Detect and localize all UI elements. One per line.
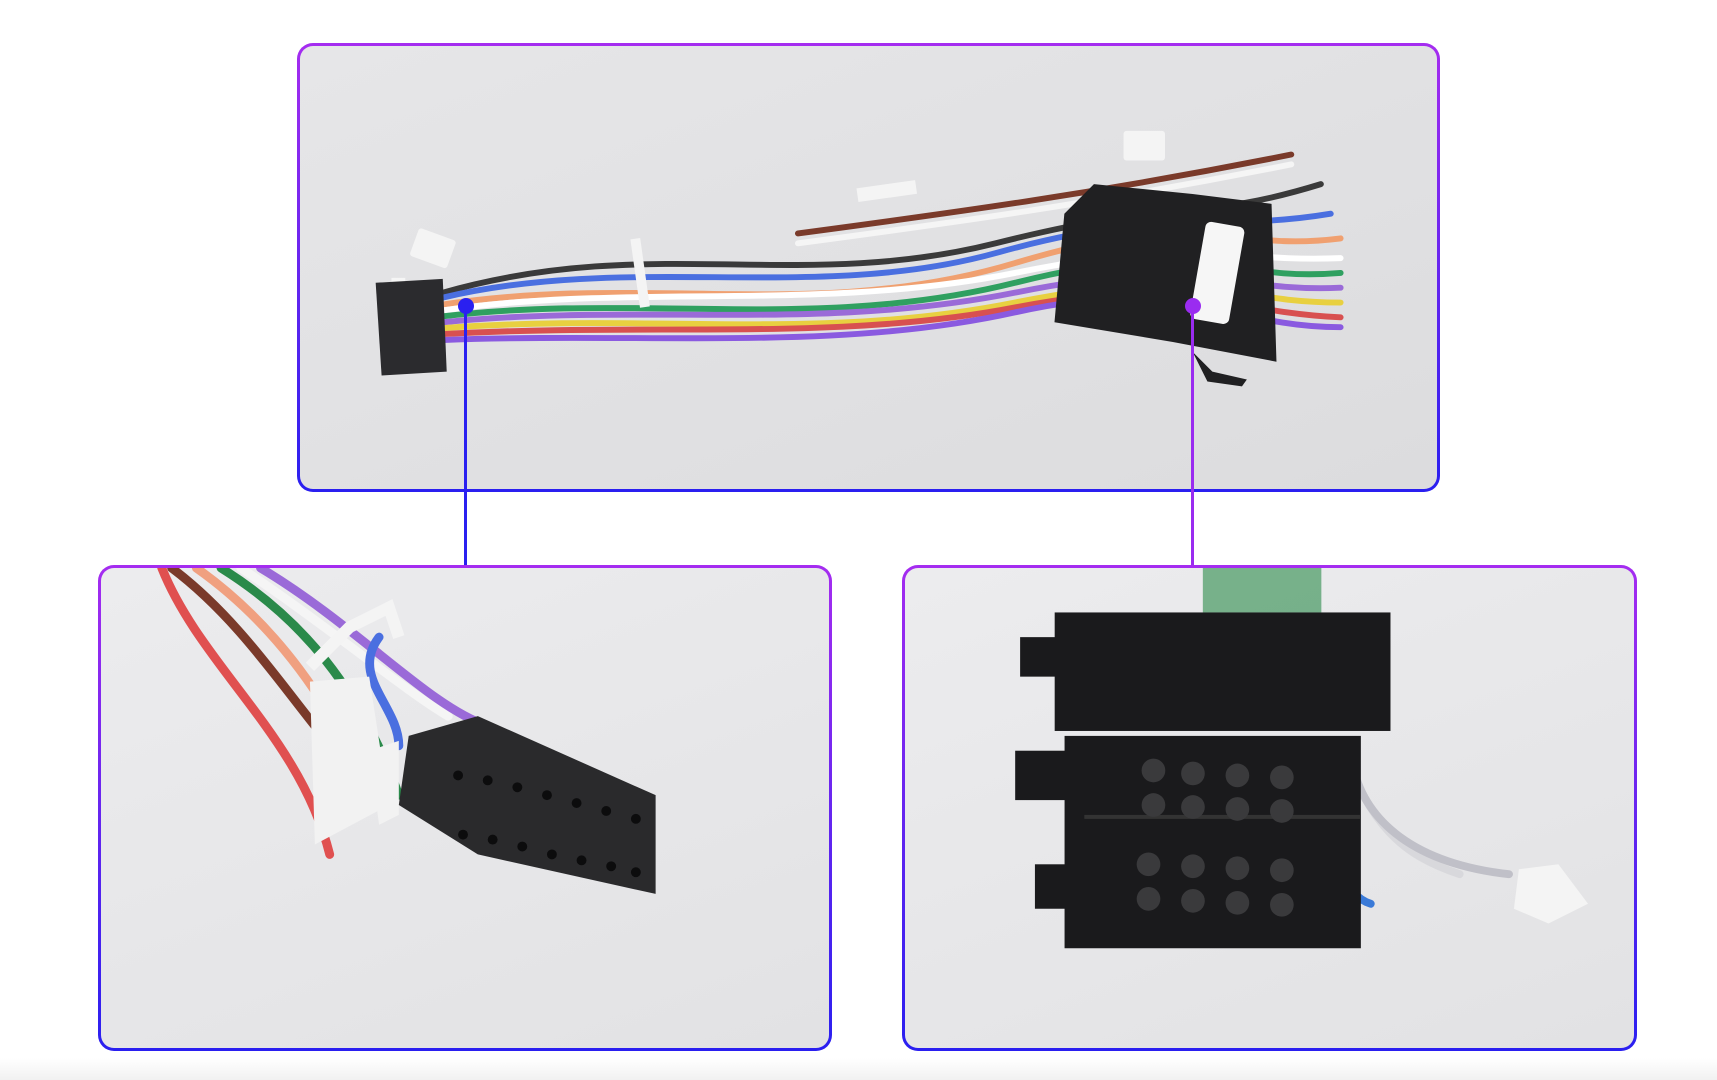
harness-overview-panel	[297, 43, 1440, 492]
callout-line-left	[464, 306, 467, 566]
callout-dot-left	[458, 298, 474, 314]
wiring-harness-image	[375, 130, 1344, 387]
callout-line-right	[1191, 306, 1194, 566]
head-unit-connector-image	[157, 568, 656, 894]
iso-connector-image	[1015, 568, 1589, 949]
page-bottom-shade	[0, 1058, 1717, 1080]
iso-connector-panel	[902, 565, 1637, 1051]
callout-dot-right	[1185, 298, 1201, 314]
head-unit-connector-panel	[98, 565, 832, 1051]
